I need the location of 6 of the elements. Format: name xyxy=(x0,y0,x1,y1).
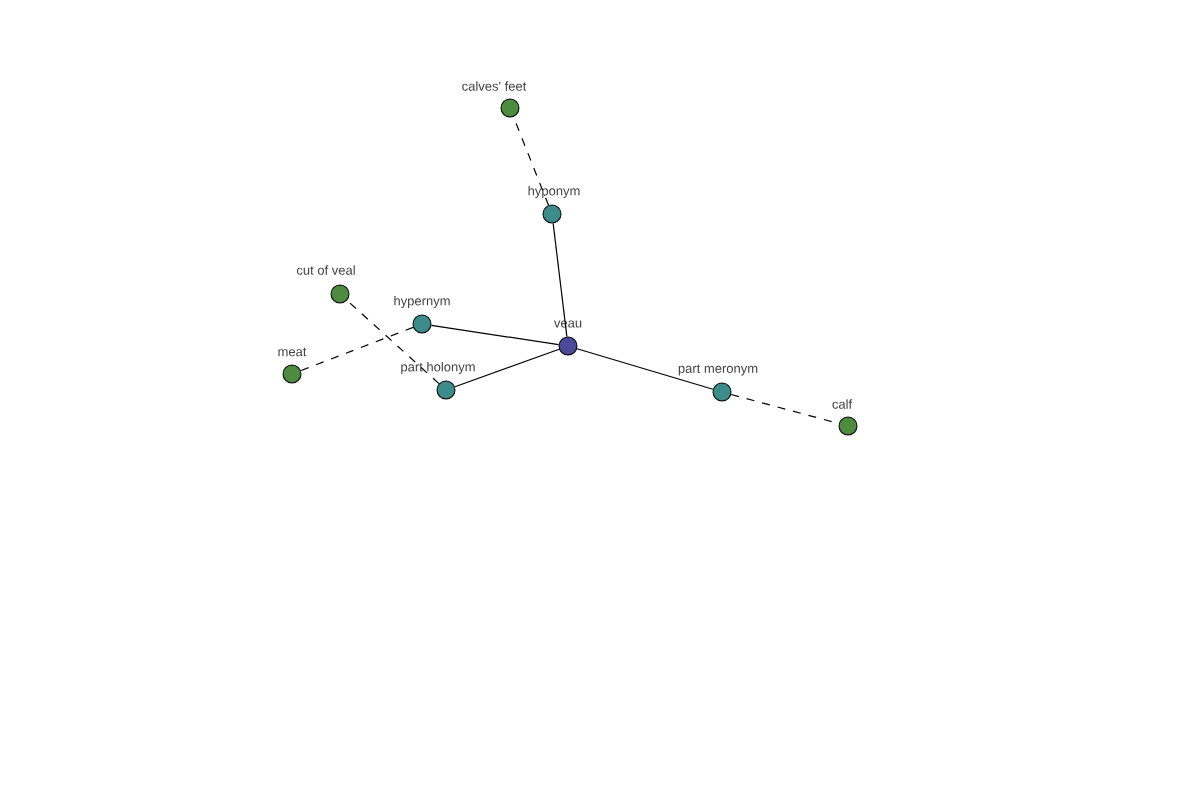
connector-line xyxy=(430,324,560,346)
connector-line xyxy=(300,326,414,372)
connector-line xyxy=(454,348,560,388)
connector-line xyxy=(552,222,568,338)
connector-line xyxy=(346,299,440,385)
connector-line xyxy=(576,348,714,390)
